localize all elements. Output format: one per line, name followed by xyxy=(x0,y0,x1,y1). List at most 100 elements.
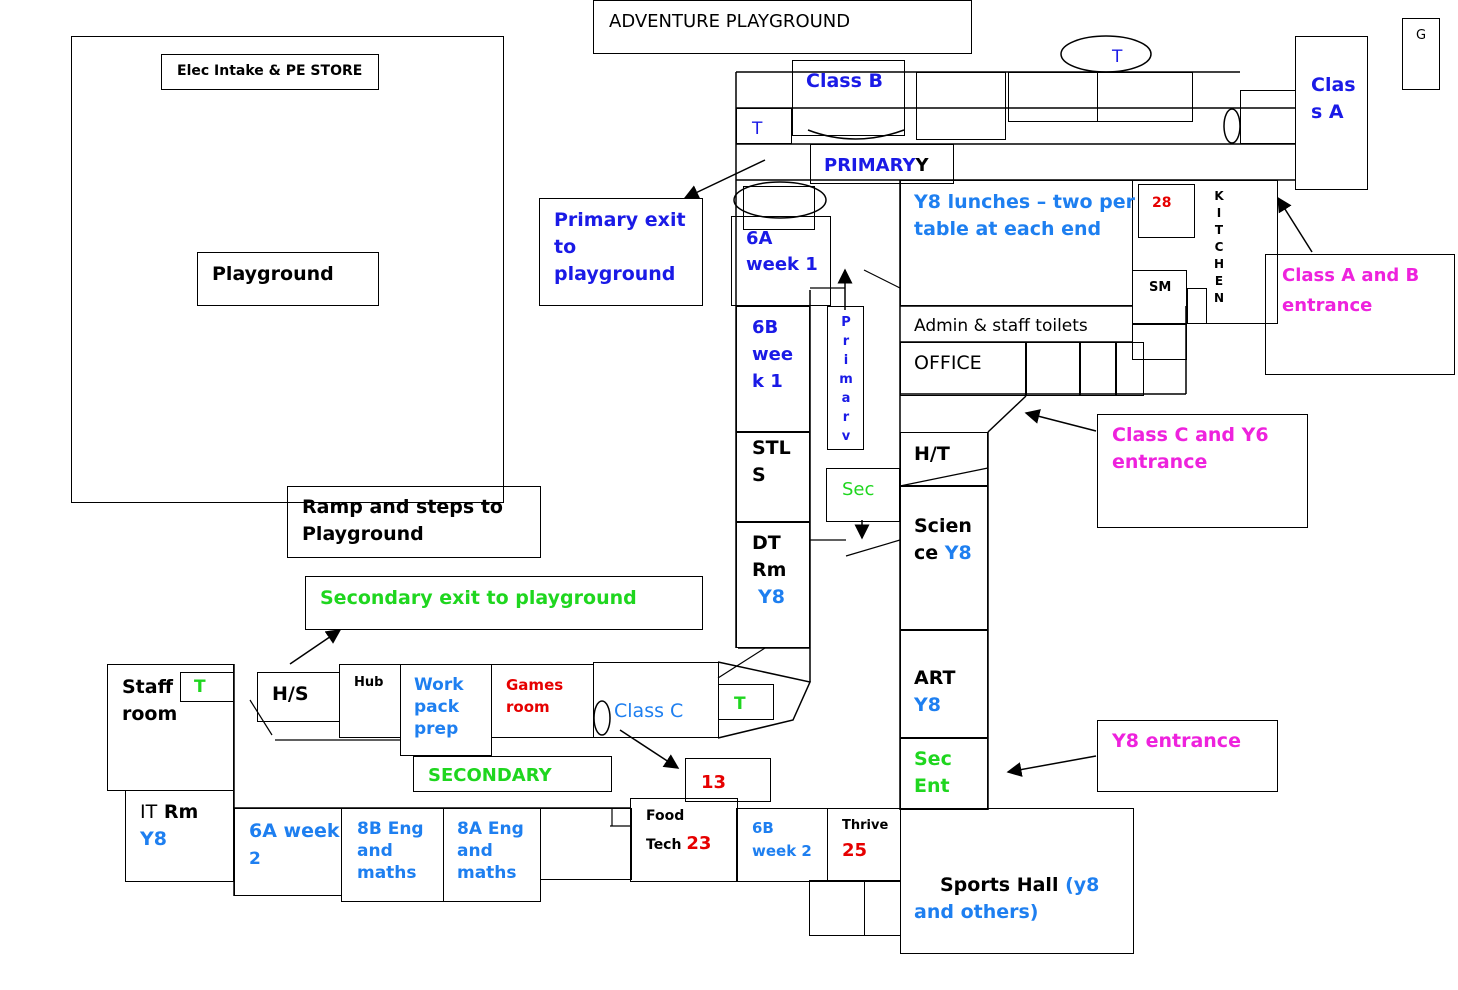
eight-a-label: 8A Eng xyxy=(457,819,524,839)
sm-label: SM xyxy=(1149,280,1172,295)
adventure-playground-box xyxy=(593,0,972,54)
y8-lunches-label: Y8 lunches – two per xyxy=(914,191,1136,213)
thrive-num-label: 25 xyxy=(842,840,868,861)
six-b-week1-label: 6B xyxy=(752,317,779,338)
hs-label: H/S xyxy=(272,683,309,705)
it-room-label: IT Rm xyxy=(140,801,199,823)
art-label: ART xyxy=(914,667,956,689)
elec-intake-label: Elec Intake & PE STORE xyxy=(177,63,363,79)
six-b-week2-label: 6B xyxy=(752,819,774,837)
arrow-class-c-y6 xyxy=(1024,409,1097,432)
class-c-y6-entrance-box xyxy=(1097,414,1308,528)
sports-hall-label: Sports Hall (y8 xyxy=(940,874,1100,896)
art-y8-label: Y8 xyxy=(914,694,941,716)
secondary-banner-label: SECONDARY xyxy=(428,765,552,786)
six-b-week1-label-3: k 1 xyxy=(752,371,783,392)
y8-entrance-box xyxy=(1097,720,1278,792)
ht-room xyxy=(900,432,988,486)
office xyxy=(900,342,1026,396)
work-pack-label-2: pack xyxy=(414,697,460,717)
work-pack-label-3: prep xyxy=(414,719,459,739)
class-a-room xyxy=(1295,36,1368,190)
primary-exit-label: Primary exit xyxy=(554,209,686,231)
stls-label: STL xyxy=(752,437,791,459)
primary-banner-label: PRIMARYY xyxy=(824,155,929,176)
primary-letters-letter: y xyxy=(841,429,851,440)
ramp-steps-label: Ramp and steps to xyxy=(302,496,503,518)
science-label-2: ce Y8 xyxy=(914,542,972,564)
room-top-1 xyxy=(916,72,1006,140)
elec-intake-box xyxy=(161,54,379,90)
sec-small-label: Sec xyxy=(842,479,875,500)
hub-label: Hub xyxy=(354,675,384,690)
t-staff-label: T xyxy=(194,677,206,697)
ht-label: H/T xyxy=(914,443,950,465)
primary-letters-letter: r xyxy=(842,410,850,425)
primary-letters-letter: r xyxy=(842,334,850,349)
class-a-label: Clas xyxy=(1311,74,1356,96)
primary-exit-label-3: playground xyxy=(554,263,676,285)
secondary-banner-box xyxy=(413,756,612,792)
eight-b-label: 8B Eng xyxy=(357,819,424,839)
eight-a-label-2: and xyxy=(457,841,493,861)
arrow-class-ab xyxy=(1277,196,1313,253)
arrow-secondary-exit xyxy=(289,629,342,665)
class-c-label: Class C xyxy=(614,700,684,722)
six-a-week1-label: 6A xyxy=(746,228,773,249)
thrive-label: Thrive xyxy=(842,818,889,833)
kitchen-letters-letter: C xyxy=(1214,240,1224,254)
ramp-steps-label-2: Playground xyxy=(302,523,424,545)
t-classc-label: T xyxy=(734,694,746,714)
t-staff-box xyxy=(180,672,234,702)
small-bottom-1 xyxy=(809,880,865,936)
stls-label-2: S xyxy=(752,464,766,486)
sm-room xyxy=(1132,270,1187,324)
kitchen-letters-letter: H xyxy=(1213,257,1225,271)
sports-hall-label-2: and others) xyxy=(914,901,1039,923)
food-tech-label: Food xyxy=(646,808,685,824)
g-label: G xyxy=(1416,28,1427,43)
six-b-week2-label-2: week 2 xyxy=(752,842,812,860)
class-ab-entrance-label: Class A and B xyxy=(1282,265,1420,286)
y8-entrance-label: Y8 entrance xyxy=(1112,730,1241,752)
primary-letters-letter: a xyxy=(841,391,851,406)
room-top-3 xyxy=(1097,72,1193,122)
primary-exit-box xyxy=(539,198,703,306)
small-bottom-2 xyxy=(864,880,901,936)
food-tech-room xyxy=(630,798,738,882)
y8-lunches-label-2: table at each end xyxy=(914,218,1102,240)
primary-letters-letter: m xyxy=(839,372,853,387)
admin-toilets-label: Admin & staff toilets xyxy=(914,316,1088,336)
room-13 xyxy=(685,758,771,802)
t-left-label: T xyxy=(752,119,763,139)
primary-letters-letter: i xyxy=(843,353,849,368)
room-28 xyxy=(1138,184,1195,238)
class-c-y6-entrance-label: Class C and Y6 xyxy=(1112,424,1269,446)
class-b-label: Class B xyxy=(806,70,883,92)
eight-b-label-2: and xyxy=(357,841,393,861)
office-small-4 xyxy=(1116,342,1144,396)
primary-exit-label-2: to xyxy=(554,236,577,258)
it-room-y8-label: Y8 xyxy=(140,828,167,850)
t-top-label: T xyxy=(1112,47,1123,67)
office-small-3 xyxy=(1080,342,1116,396)
primary-letters-letter: P xyxy=(841,315,851,330)
six-b-week1-label-2: wee xyxy=(752,344,794,365)
science-label: Scien xyxy=(914,515,972,537)
class-c-y6-entrance-label-2: entrance xyxy=(1112,451,1208,473)
staff-room-label-2: room xyxy=(122,703,178,725)
six-a-week1-room xyxy=(731,216,831,306)
eight-b-label-3: maths xyxy=(357,863,417,883)
food-tech-label-2: Tech 23 xyxy=(646,833,712,854)
arrow-class-c-13 xyxy=(619,729,680,769)
t-classc-box xyxy=(718,684,774,720)
kitchen-small xyxy=(1187,288,1207,324)
kitchen-letters-letter: K xyxy=(1214,189,1224,203)
work-pack-label: Work xyxy=(414,675,464,695)
sec-ent-label: Sec xyxy=(914,748,952,770)
kitchen-letters-letter: E xyxy=(1214,274,1224,288)
corridor-bottom xyxy=(540,808,632,880)
six-a-week2-label-2: 2 xyxy=(249,849,261,869)
